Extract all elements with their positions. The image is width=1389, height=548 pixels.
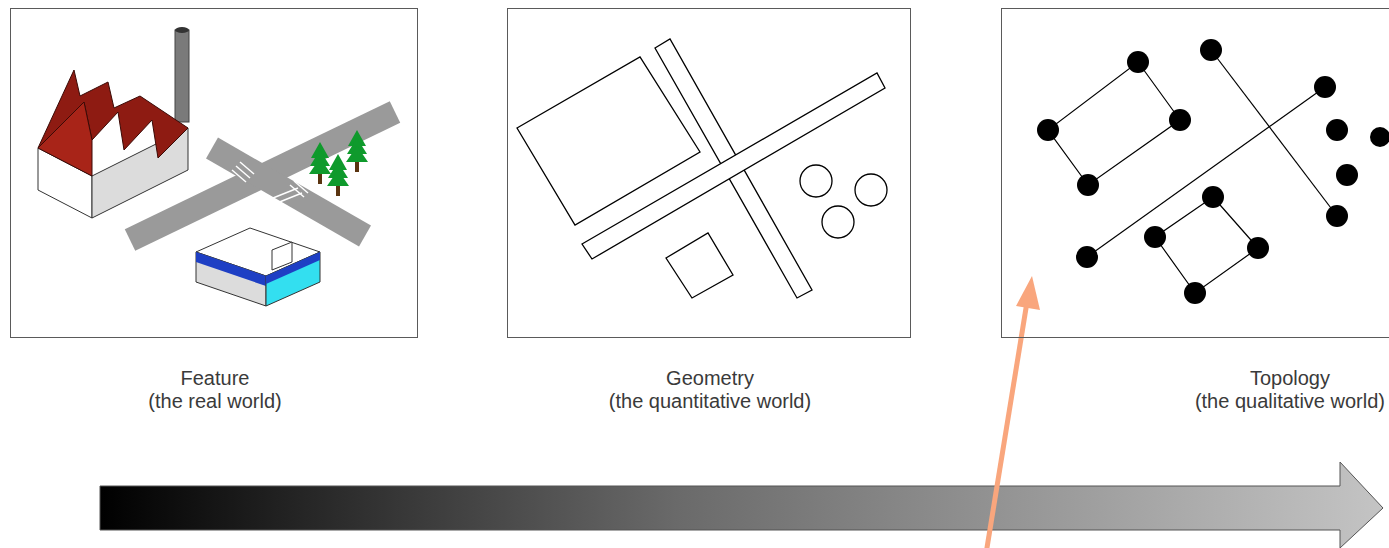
panel-box: Feature(the real world) [10,8,418,338]
topology-graph [1037,119,1059,141]
topology-graph [1326,119,1348,141]
topology-graph [1037,39,1389,304]
topology-graph [1076,246,1098,268]
topology-graph [1037,39,1389,304]
tree [327,154,349,196]
topology-graph [1144,226,1166,248]
factory [175,27,189,33]
road [240,162,254,174]
factory [175,30,189,122]
geometry-shape [517,39,887,298]
tree [346,130,368,172]
topology-graph [1127,51,1149,73]
topology-graph [1184,282,1206,304]
factory [38,27,189,218]
factory [38,102,92,176]
caption-title: Topology [1195,367,1385,390]
pointer-arrow [985,302,1027,548]
building [196,252,266,306]
building [196,252,266,286]
topology-graph [1202,186,1224,208]
geometry-shape [855,174,887,206]
topology-graph [1087,87,1325,257]
road [294,181,308,193]
caption-title: Geometry [609,367,811,390]
topology-graph [1048,62,1180,185]
caption-subtitle: (the real world) [148,390,281,413]
geometry-shape [800,165,832,197]
tree [309,158,331,174]
caption-subtitle: (the quantitative world) [609,390,811,413]
tree [327,170,349,186]
tree [309,130,368,196]
road [272,193,302,205]
building [196,228,320,306]
panel-caption: Geometry(the quantitative world) [609,367,811,413]
topology-graph [1336,164,1358,186]
topology-graph [1200,39,1222,61]
pointer-arrow [985,276,1040,548]
topology-graph [1370,127,1389,147]
pointer-arrow [1016,276,1040,310]
panel-caption: Topology(the qualitative world) [1195,367,1385,413]
tree [346,146,368,162]
caption-title: Feature [148,367,281,390]
road [232,140,308,205]
road [254,145,284,157]
gradient-arrow [100,462,1383,548]
road [212,148,365,236]
panel-box: Geometry(the quantitative world) [507,8,911,338]
topology-graph [1247,237,1269,259]
panel-caption: Feature(the real world) [148,367,281,413]
topology-graph [1314,76,1336,98]
tree [309,142,331,184]
topology-graph [1211,50,1337,216]
road [268,188,298,200]
road [250,140,280,152]
geometry-shape [666,233,733,298]
topology-graph [1077,174,1099,196]
building [272,242,292,270]
panel-box: Topology(the qualitative world) [1001,8,1389,338]
topology-graph [1169,109,1191,131]
geometry-shape [822,206,854,238]
topology-graph [1048,50,1337,293]
topology-graph [1155,197,1258,293]
topology-graph [1326,205,1348,227]
caption-subtitle: (the qualitative world) [1195,390,1385,413]
geometry-shape [582,73,885,259]
